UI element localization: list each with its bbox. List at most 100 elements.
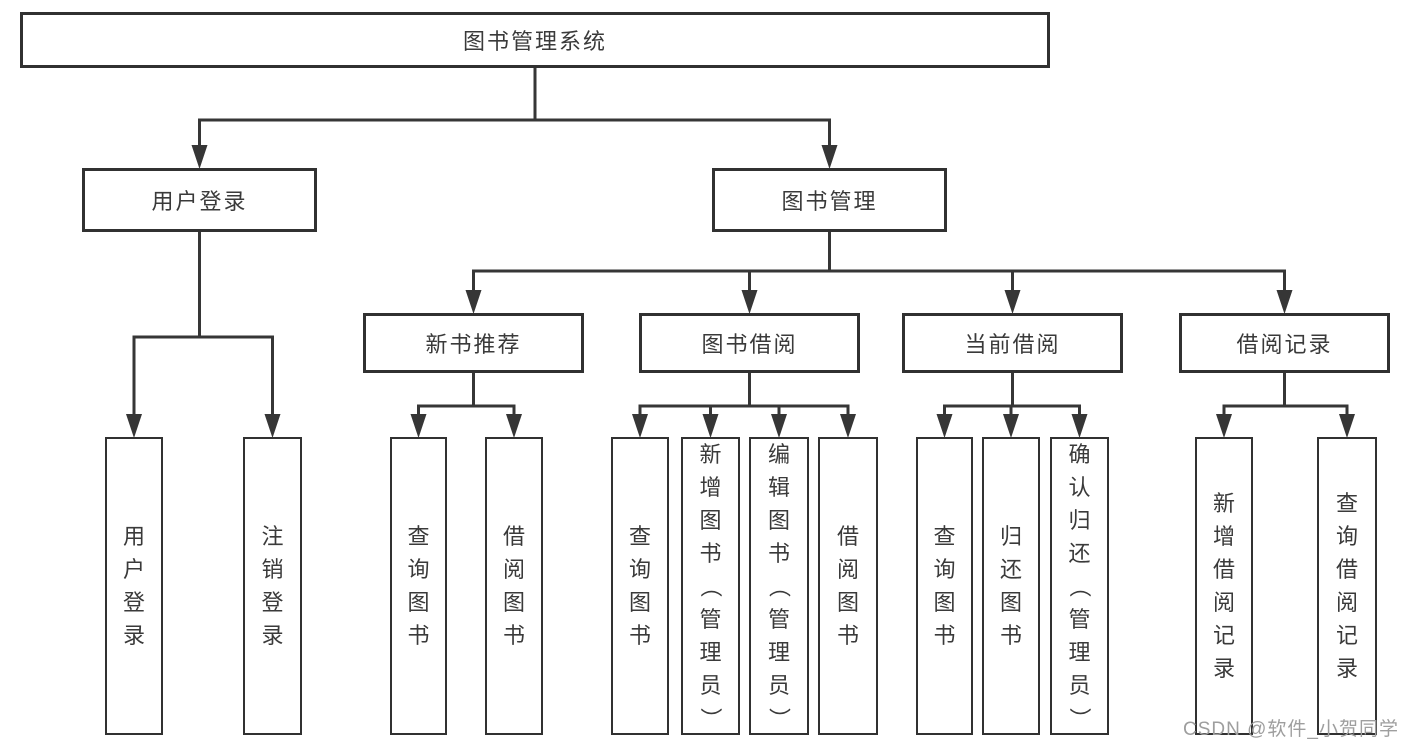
vertical-char: 归 — [1068, 507, 1091, 533]
vertical-char: 记 — [1335, 623, 1358, 648]
vertical-char: 借 — [1335, 557, 1358, 582]
vertical-char: 管 — [699, 606, 722, 632]
vertical-char: 新 — [1212, 491, 1235, 516]
node-leaf-edit-books-admin: 编辑图书 （ 管理员 ） — [749, 437, 809, 735]
vertical-char: 理 — [767, 639, 790, 665]
vertical-char: 借 — [502, 524, 525, 549]
vertical-char: 登 — [261, 590, 284, 615]
vertical-char: 书 — [767, 540, 790, 566]
vertical-char: 认 — [1068, 474, 1091, 500]
vertical-char: 编 — [767, 441, 790, 467]
node-book-management: 图书管理 — [712, 168, 947, 232]
vertical-char: 录 — [122, 623, 145, 648]
arrowhead-down — [465, 290, 482, 314]
vertical-char: 新 — [699, 441, 722, 467]
vertical-char: 借 — [1212, 557, 1235, 582]
node-current-borrowing: 当前借阅 — [902, 313, 1123, 373]
arrowhead-down — [741, 290, 758, 314]
vertical-char: 员 — [1068, 672, 1091, 698]
vertical-char: 管 — [1068, 606, 1091, 632]
vertical-char: 图 — [628, 590, 651, 615]
vertical-char: 书 — [699, 540, 722, 566]
vertical-char: 录 — [261, 623, 284, 648]
arrowhead-down — [410, 414, 427, 438]
vertical-char: 用 — [122, 524, 145, 549]
node-library-management-system: 图书管理系统 — [20, 12, 1050, 68]
vertical-char: 员 — [699, 672, 722, 698]
node-borrowing-records: 借阅记录 — [1179, 313, 1390, 373]
node-leaf-query-borrow-record: 查询借阅记录 — [1317, 437, 1377, 735]
node-leaf-user-login: 用户登录 — [105, 437, 163, 735]
arrowhead-down — [1216, 414, 1232, 438]
vertical-char: 图 — [407, 590, 430, 615]
vertical-char: ） — [1067, 706, 1092, 729]
vertical-char: 确 — [1068, 441, 1091, 467]
arrowhead-down — [632, 414, 648, 438]
node-leaf-confirm-return-admin: 确认归还 （ 管理员 ） — [1050, 437, 1109, 735]
vertical-char: 员 — [767, 672, 790, 698]
vertical-char: 查 — [1335, 491, 1358, 516]
vertical-char: 记 — [1212, 623, 1235, 648]
node-leaf-borrow-books-2: 借阅图书 — [818, 437, 878, 735]
csdn-watermark: CSDN @软件_小贺同学 — [1183, 719, 1399, 740]
vertical-char: ） — [766, 706, 792, 729]
vertical-char: 阅 — [502, 557, 525, 582]
vertical-char: （ — [766, 574, 792, 597]
arrowhead-down — [771, 414, 787, 438]
arrowhead-down — [191, 145, 208, 169]
vertical-char: 还 — [1068, 540, 1091, 566]
arrowhead-down — [1071, 414, 1088, 438]
arrowhead-down — [1339, 414, 1355, 438]
vertical-char: 辑 — [767, 474, 790, 500]
vertical-char: 阅 — [836, 557, 859, 582]
arrowhead-down — [1004, 290, 1021, 314]
arrowhead-down — [1276, 290, 1293, 314]
arrowhead-down — [506, 414, 522, 438]
node-leaf-query-books-3: 查询图书 — [916, 437, 973, 735]
vertical-char: 理 — [1068, 639, 1091, 665]
vertical-char: 还 — [999, 557, 1022, 582]
node-book-borrowing: 图书借阅 — [639, 313, 860, 373]
arrowhead-down — [702, 414, 719, 438]
arrowhead-down — [840, 414, 856, 438]
vertical-char: 书 — [628, 623, 651, 648]
vertical-char: （ — [1067, 574, 1092, 597]
vertical-char: 录 — [1212, 656, 1235, 681]
vertical-char: 询 — [1335, 524, 1358, 549]
vertical-char: 书 — [999, 623, 1022, 648]
vertical-char: 理 — [699, 639, 722, 665]
vertical-char: 增 — [1212, 524, 1235, 549]
vertical-char: 登 — [122, 590, 145, 615]
vertical-char: ） — [698, 706, 723, 729]
node-leaf-borrow-books-1: 借阅图书 — [485, 437, 543, 735]
vertical-char: 图 — [836, 590, 859, 615]
vertical-char: 询 — [628, 557, 651, 582]
node-leaf-add-books-admin: 新增图书 （ 管理员 ） — [681, 437, 740, 735]
vertical-char: 查 — [407, 524, 430, 549]
vertical-char: 查 — [933, 524, 956, 549]
vertical-char: 书 — [933, 623, 956, 648]
vertical-char: 书 — [836, 623, 859, 648]
node-leaf-return-books: 归还图书 — [982, 437, 1040, 735]
vertical-char: 书 — [407, 623, 430, 648]
vertical-char: 借 — [836, 524, 859, 549]
vertical-char: 查 — [628, 524, 651, 549]
vertical-char: 图 — [933, 590, 956, 615]
arrowhead-down — [126, 414, 142, 438]
vertical-char: 管 — [767, 606, 790, 632]
vertical-char: 图 — [699, 507, 722, 533]
arrowhead-down — [264, 414, 281, 438]
vertical-char: 图 — [767, 507, 790, 533]
vertical-char: （ — [698, 574, 723, 597]
vertical-char: 归 — [999, 524, 1022, 549]
node-leaf-query-books-1: 查询图书 — [390, 437, 447, 735]
node-new-book-recommendation: 新书推荐 — [363, 313, 584, 373]
vertical-char: 增 — [699, 474, 722, 500]
vertical-char: 户 — [122, 557, 145, 582]
vertical-char: 录 — [1335, 656, 1358, 681]
node-leaf-logout: 注销登录 — [243, 437, 302, 735]
vertical-char: 阅 — [1212, 590, 1235, 615]
vertical-char: 阅 — [1335, 590, 1358, 615]
arrowhead-down — [821, 145, 838, 169]
